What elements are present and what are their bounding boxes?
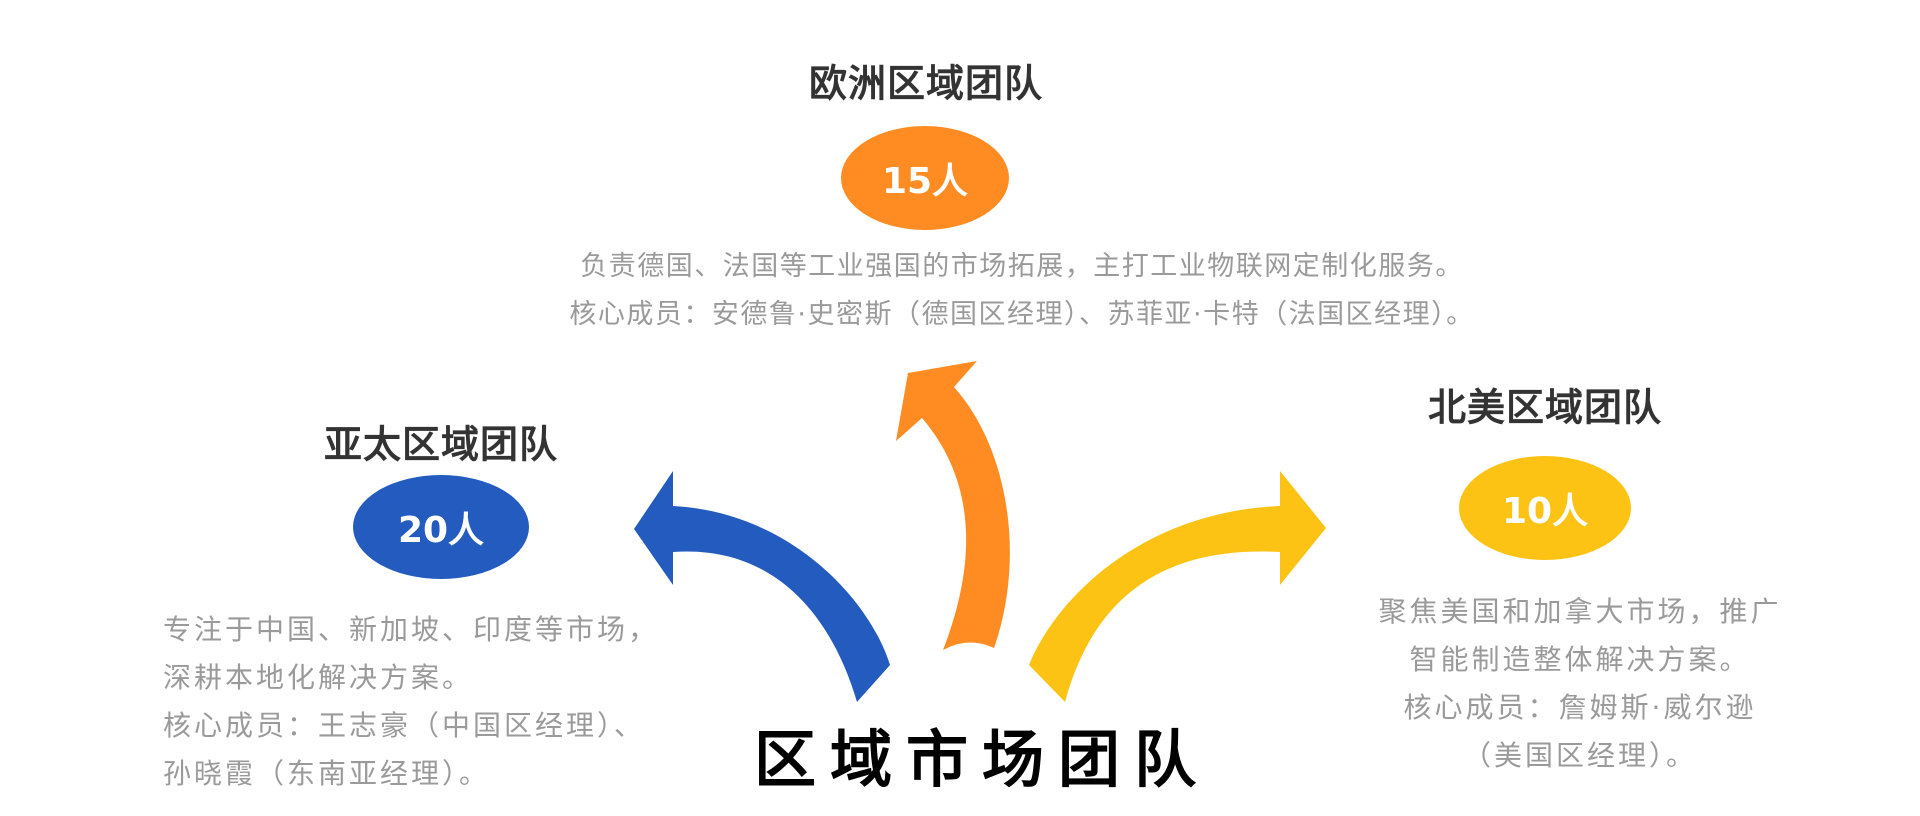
north-america-team-title: 北美区域团队 <box>1427 385 1663 430</box>
apac-count-badge: 20人 <box>353 475 529 579</box>
apac-count: 20人 <box>397 510 485 551</box>
north-america-description: 聚焦美国和加拿大市场，推广 智能制造整体解决方案。 核心成员：詹姆斯·威尔逊 （… <box>1378 588 1781 780</box>
arrow-europe <box>896 361 1010 650</box>
north-america-desc-line: 核心成员：詹姆斯·威尔逊 <box>1403 691 1757 724</box>
europe-count: 15人 <box>881 161 969 202</box>
europe-desc-line: 核心成员：安德鲁·史密斯（德国区经理）、苏菲亚·卡特（法国区经理）。 <box>569 299 1475 330</box>
arrow-north-america <box>1029 471 1326 702</box>
apac-desc-line: 深耕本地化解决方案。 <box>163 661 474 694</box>
north-america-desc-line: 智能制造整体解决方案。 <box>1409 643 1751 676</box>
europe-description: 负责德国、法国等工业强国的市场拓展，主打工业物联网定制化服务。 核心成员：安德鲁… <box>569 243 1474 339</box>
north-america-desc-line: （美国区经理）。 <box>1462 739 1698 772</box>
apac-desc-line: 专注于中国、新加坡、印度等市场， <box>163 613 660 646</box>
center-title: 区域市场团队 <box>753 723 1211 796</box>
europe-team-title: 欧洲区域团队 <box>808 61 1044 106</box>
apac-desc-line: 核心成员：王志豪（中国区经理）、 <box>163 709 646 742</box>
north-america-count: 10人 <box>1501 491 1589 532</box>
apac-description: 专注于中国、新加坡、印度等市场， 深耕本地化解决方案。 核心成员：王志豪（中国区… <box>163 606 659 798</box>
north-america-desc-line: 聚焦美国和加拿大市场，推广 <box>1378 595 1782 628</box>
apac-team-title: 亚太区域团队 <box>323 422 559 467</box>
north-america-count-badge: 10人 <box>1459 456 1631 560</box>
europe-count-badge: 15人 <box>841 126 1009 230</box>
apac-desc-line: 孙晓霞（东南亚经理）。 <box>163 757 491 790</box>
arrow-apac <box>634 471 890 702</box>
europe-desc-line: 负责德国、法国等工业强国的市场拓展，主打工业物联网定制化服务。 <box>580 251 1464 282</box>
